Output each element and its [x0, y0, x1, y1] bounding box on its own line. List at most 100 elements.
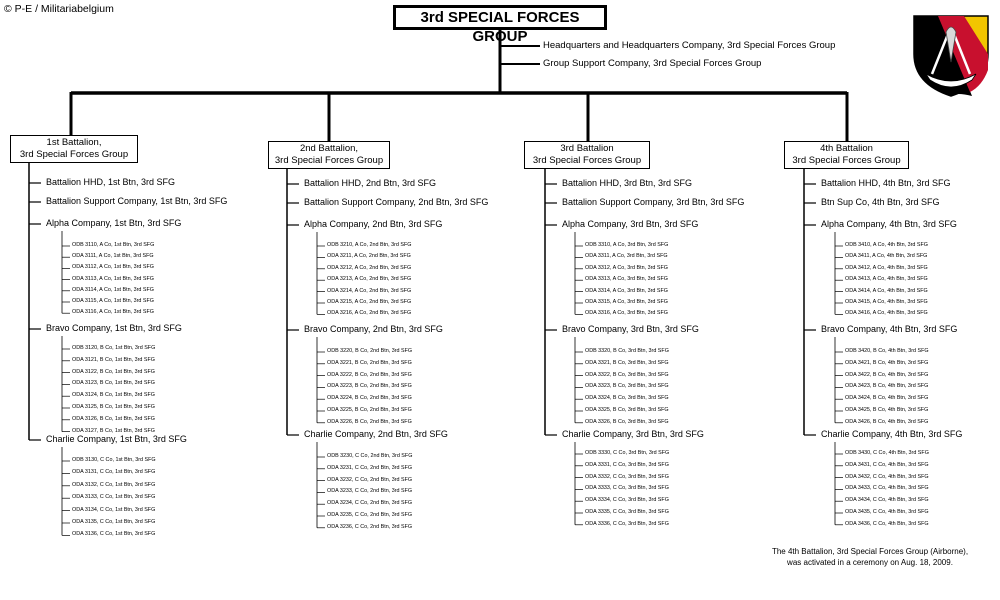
company-label: Alpha Company, 1st Btn, 3rd SFG [46, 218, 182, 228]
oda-label: ODA 3311, A Co, 3rd Btn, 3rd SFG [585, 253, 668, 260]
oda-label: ODA 3111, A Co, 1st Btn, 3rd SFG [72, 253, 154, 260]
oda-label: ODA 3413, A Co, 4th Btn, 3rd SFG [845, 276, 928, 283]
oda-label: ODA 3133, C Co, 1st Btn, 3rd SFG [72, 494, 156, 501]
battalion-unit-label: Btn Sup Co, 4th Btn, 3rd SFG [821, 197, 940, 207]
battalion-title-line1: 2nd Battalion, [299, 143, 359, 154]
oda-label: ODA 3312, A Co, 3rd Btn, 3rd SFG [585, 264, 668, 271]
oda-label: ODB 3120, B Co, 1st Btn, 3rd SFG [72, 345, 156, 351]
oda-label: ODB 3110, A Co, 1st Btn, 3rd SFG [72, 242, 155, 248]
oda-label: ODA 3423, B Co, 4th Btn, 3rd SFG [845, 383, 929, 390]
oda-label: ODA 3123, B Co, 1st Btn, 3rd SFG [72, 380, 155, 387]
oda-label: ODA 3116, A Co, 1st Btn, 3rd SFG [72, 309, 154, 316]
oda-label: ODA 3215, A Co, 2nd Btn, 3rd SFG [327, 299, 412, 305]
battalion-title-line1: 4th Battalion [820, 143, 873, 154]
activation-note-line2: was activated in a ceremony on Aug. 18, … [787, 558, 953, 567]
oda-label: ODA 3131, C Co, 1st Btn, 3rd SFG [72, 469, 156, 476]
oda-label: ODA 3416, A Co, 4th Btn, 3rd SFG [845, 310, 928, 317]
battalion-title-line2: 3rd Special Forces Group [19, 149, 129, 160]
oda-label: ODA 3214, A Co, 2nd Btn, 3rd SFG [327, 287, 412, 294]
activation-note: The 4th Battalion, 3rd Special Forces Gr… [750, 546, 990, 568]
activation-note-line1: The 4th Battalion, 3rd Special Forces Gr… [771, 547, 969, 556]
oda-label: ODA 3335, C Co, 3rd Btn, 3rd SFG [585, 509, 669, 515]
battalion-box: 1st Battalion,3rd Special Forces Group [10, 135, 138, 163]
company-label: Alpha Company, 3rd Btn, 3rd SFG [562, 219, 699, 229]
oda-label: ODA 3124, B Co, 1st Btn, 3rd SFG [72, 392, 155, 399]
oda-label: ODA 3323, B Co, 3rd Btn, 3rd SFG [585, 383, 669, 390]
oda-label: ODA 3213, A Co, 2nd Btn, 3rd SFG [327, 276, 412, 283]
oda-label: ODA 3234, C Co, 2nd Btn, 3rd SFG [327, 500, 413, 507]
oda-label: ODA 3331, C Co, 3rd Btn, 3rd SFG [585, 461, 669, 468]
battalion-title-line2: 3rd Special Forces Group [532, 155, 642, 166]
oda-label: ODA 3415, A Co, 4th Btn, 3rd SFG [845, 299, 928, 305]
oda-label: ODA 3136, C Co, 1st Btn, 3rd SFG [72, 531, 156, 538]
gsc-label: Group Support Company, 3rd Special Force… [543, 58, 762, 69]
oda-label: ODA 3115, A Co, 1st Btn, 3rd SFG [72, 298, 154, 304]
oda-label: ODA 3135, C Co, 1st Btn, 3rd SFG [72, 519, 156, 525]
oda-label: ODA 3233, C Co, 2nd Btn, 3rd SFG [327, 488, 413, 495]
oda-label: ODA 3132, C Co, 1st Btn, 3rd SFG [72, 481, 156, 488]
oda-label: ODA 3424, B Co, 4th Btn, 3rd SFG [845, 395, 929, 402]
battalion-unit-label: Battalion Support Company, 2nd Btn, 3rd … [304, 197, 489, 207]
oda-label: ODB 3230, C Co, 2nd Btn, 3rd SFG [327, 453, 413, 459]
oda-label: ODA 3232, C Co, 2nd Btn, 3rd SFG [327, 476, 413, 483]
oda-label: ODA 3333, C Co, 3rd Btn, 3rd SFG [585, 485, 669, 492]
oda-label: ODB 3420, B Co, 4th Btn, 3rd SFG [845, 348, 929, 354]
oda-label: ODB 3210, A Co, 2nd Btn, 3rd SFG [327, 242, 412, 248]
oda-label: ODA 3324, B Co, 3rd Btn, 3rd SFG [585, 395, 669, 402]
oda-label: ODA 3425, B Co, 4th Btn, 3rd SFG [845, 407, 929, 413]
oda-label: ODA 3127, B Co, 1st Btn, 3rd SFG [72, 427, 155, 434]
oda-label: ODA 3121, B Co, 1st Btn, 3rd SFG [72, 356, 155, 363]
company-label: Bravo Company, 3rd Btn, 3rd SFG [562, 324, 699, 334]
oda-label: ODA 3426, B Co, 4th Btn, 3rd SFG [845, 418, 929, 425]
oda-label: ODA 3225, B Co, 2nd Btn, 3rd SFG [327, 407, 412, 413]
oda-label: ODA 3226, B Co, 2nd Btn, 3rd SFG [327, 418, 412, 425]
oda-label: ODA 3211, A Co, 2nd Btn, 3rd SFG [327, 253, 411, 260]
oda-label: ODB 3330, C Co, 3rd Btn, 3rd SFG [585, 450, 670, 456]
oda-label: ODA 3125, B Co, 1st Btn, 3rd SFG [72, 404, 155, 410]
oda-label: ODA 3336, C Co, 3rd Btn, 3rd SFG [585, 520, 669, 527]
oda-label: ODA 3436, C Co, 4th Btn, 3rd SFG [845, 520, 929, 527]
oda-label: ODA 3221, B Co, 2nd Btn, 3rd SFG [327, 359, 412, 366]
oda-label: ODB 3130, C Co, 1st Btn, 3rd SFG [72, 457, 156, 463]
oda-label: ODA 3113, A Co, 1st Btn, 3rd SFG [72, 275, 154, 282]
battalion-unit-label: Battalion HHD, 2nd Btn, 3rd SFG [304, 178, 437, 188]
oda-label: ODA 3314, A Co, 3rd Btn, 3rd SFG [585, 287, 668, 294]
oda-label: ODA 3224, B Co, 2nd Btn, 3rd SFG [327, 395, 412, 402]
company-label: Charlie Company, 1st Btn, 3rd SFG [46, 434, 187, 444]
oda-label: ODA 3334, C Co, 3rd Btn, 3rd SFG [585, 497, 669, 504]
company-label: Alpha Company, 2nd Btn, 3rd SFG [304, 219, 443, 229]
oda-label: ODA 3126, B Co, 1st Btn, 3rd SFG [72, 415, 155, 422]
battalion-unit-label: Battalion Support Company, 3rd Btn, 3rd … [562, 197, 745, 207]
oda-label: ODA 3235, C Co, 2nd Btn, 3rd SFG [327, 512, 413, 518]
oda-label: ODA 3434, C Co, 4th Btn, 3rd SFG [845, 497, 929, 504]
copyright-text: © P-E / Militariabelgium [4, 3, 114, 15]
oda-label: ODA 3316, A Co, 3rd Btn, 3rd SFG [585, 310, 668, 317]
oda-label: ODA 3325, B Co, 3rd Btn, 3rd SFG [585, 407, 669, 413]
oda-label: ODA 3231, C Co, 2nd Btn, 3rd SFG [327, 464, 413, 471]
oda-label: ODA 3411, A Co, 4th Btn, 3rd SFG [845, 253, 928, 260]
company-label: Charlie Company, 4th Btn, 3rd SFG [821, 429, 963, 439]
oda-label: ODA 3236, C Co, 2nd Btn, 3rd SFG [327, 523, 413, 530]
oda-label: ODA 3412, A Co, 4th Btn, 3rd SFG [845, 264, 928, 271]
oda-label: ODA 3332, C Co, 3rd Btn, 3rd SFG [585, 473, 669, 480]
oda-label: ODB 3220, B Co, 2nd Btn, 3rd SFG [327, 348, 413, 354]
oda-label: ODB 3310, A Co, 3rd Btn, 3rd SFG [585, 242, 669, 248]
oda-label: ODA 3414, A Co, 4th Btn, 3rd SFG [845, 287, 928, 294]
oda-label: ODA 3326, B Co, 3rd Btn, 3rd SFG [585, 418, 669, 425]
company-label: Charlie Company, 3rd Btn, 3rd SFG [562, 429, 704, 439]
battalion-unit-label: Battalion Support Company, 1st Btn, 3rd … [46, 196, 228, 206]
oda-label: ODA 3122, B Co, 1st Btn, 3rd SFG [72, 368, 155, 375]
oda-label: ODA 3112, A Co, 1st Btn, 3rd SFG [72, 264, 154, 271]
oda-label: ODA 3216, A Co, 2nd Btn, 3rd SFG [327, 310, 412, 317]
oda-label: ODB 3430, C Co, 4th Btn, 3rd SFG [845, 450, 929, 456]
battalion-unit-label: Battalion HHD, 3rd Btn, 3rd SFG [562, 178, 693, 188]
oda-label: ODA 3114, A Co, 1st Btn, 3rd SFG [72, 286, 154, 293]
oda-label: ODA 3322, B Co, 3rd Btn, 3rd SFG [585, 371, 669, 378]
sf-insignia-icon [913, 15, 989, 97]
battalion-title-line2: 3rd Special Forces Group [274, 155, 384, 166]
oda-label: ODB 3410, A Co, 4th Btn, 3rd SFG [845, 242, 928, 248]
oda-label: ODA 3435, C Co, 4th Btn, 3rd SFG [845, 509, 929, 515]
company-label: Alpha Company, 4th Btn, 3rd SFG [821, 219, 957, 229]
